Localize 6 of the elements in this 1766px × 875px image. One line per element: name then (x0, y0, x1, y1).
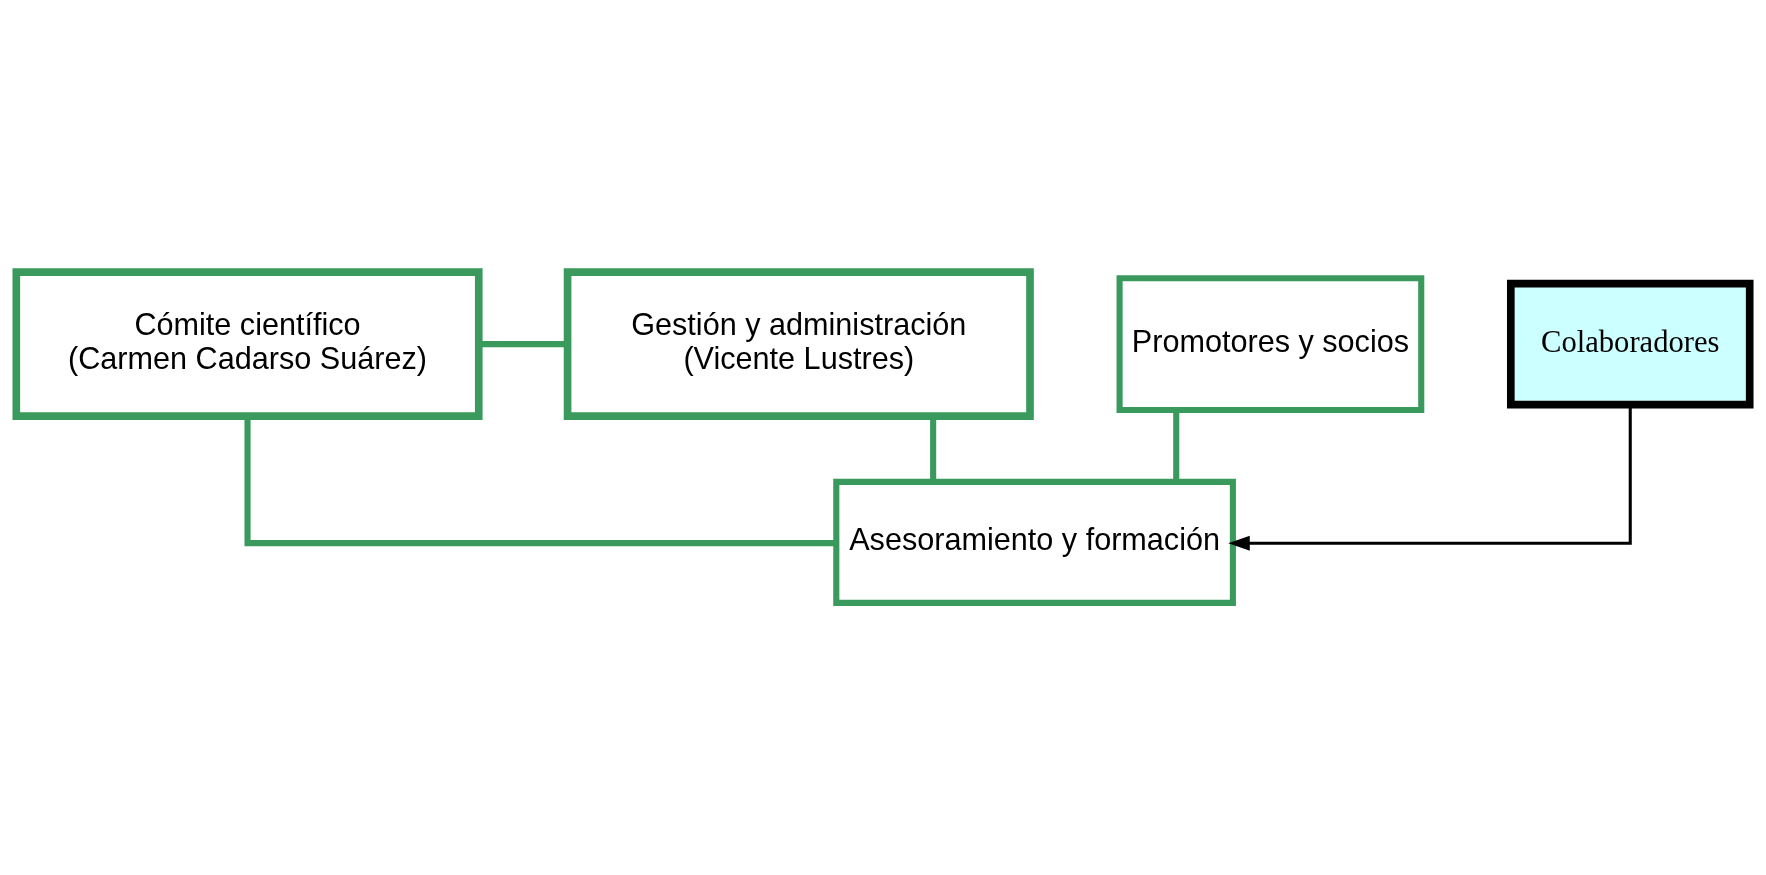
connector (1173, 410, 1180, 482)
node-box: Asesoramiento y formación (833, 478, 1236, 606)
node-box: Colaboradores (1507, 279, 1754, 409)
node-box: Cómite científico (Carmen Cadarso Suárez) (12, 268, 483, 420)
node-box: Gestión y administración (Vicente Lustres) (563, 268, 1034, 420)
node-box: Promotores y socios (1116, 275, 1425, 413)
